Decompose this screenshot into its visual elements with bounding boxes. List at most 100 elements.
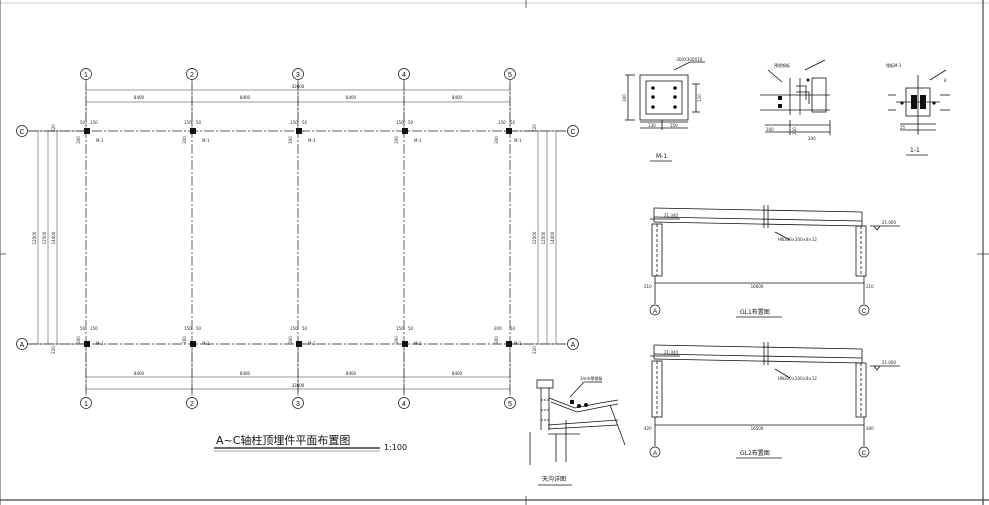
- gl1-note: HN300×200×8×12: [778, 237, 817, 242]
- gl1-label: GL1布置图: [740, 308, 770, 316]
- embed-mark-2c: M-1: [202, 138, 210, 143]
- gl1-right-dim: 210: [866, 284, 874, 289]
- section-dim-w: 8: [944, 78, 947, 83]
- svg-text:2: 2: [190, 72, 194, 79]
- section-1-1-detail: 埋板M-1 8 25 1-1: [886, 62, 950, 156]
- svg-text:A: A: [653, 308, 658, 315]
- plan-right-inner-dim: 14400: [550, 231, 555, 244]
- axis-bubble-top-5: 5: [504, 68, 516, 80]
- connection-dim-2: 150: [792, 127, 797, 135]
- col-side-dim-4c: 300: [394, 136, 399, 144]
- embed-mark-2a: M-1: [202, 341, 210, 346]
- gl2-axis-right: C: [858, 446, 870, 458]
- embed-mark-1c: M-1: [96, 138, 104, 143]
- axis-bubble-bottom-3: 3: [292, 397, 304, 409]
- svg-text:C: C: [570, 129, 575, 136]
- gutter-label: 天沟详图: [542, 475, 566, 483]
- svg-text:C: C: [19, 129, 24, 136]
- col-side-dim-3a: 300: [288, 336, 293, 344]
- svg-text:3: 3: [296, 401, 300, 408]
- col-dim-5c-a: 150: [498, 120, 506, 125]
- col-dim-3a-b: 50: [302, 326, 308, 331]
- col-dim-2a-a: 150: [184, 326, 192, 331]
- plate-dim-right: 110: [697, 94, 702, 102]
- plan-left-top-note: 220: [51, 124, 56, 132]
- plate-label: M-1: [656, 153, 667, 160]
- gl1-left-elev: 21.340: [664, 213, 678, 218]
- plan-title: A~C轴柱顶埋件平面布置图: [216, 433, 350, 447]
- plan-left-bottom-note: 220: [51, 346, 56, 354]
- axis-bubble-bottom-4: 4: [398, 397, 410, 409]
- plan-scale: 1:100: [384, 443, 407, 452]
- axis-bubble-top-2: 2: [186, 68, 198, 80]
- col-dim-2c-b: 50: [196, 120, 202, 125]
- col-side-dim-1c: 300: [76, 136, 81, 144]
- plan-bottom-bay-dim-2: 8400: [240, 371, 251, 376]
- svg-text:1: 1: [84, 72, 88, 79]
- axis-bubble-bottom-1: 1: [80, 397, 92, 409]
- svg-text:4: 4: [402, 72, 406, 79]
- plan-left-total-dim: 12500: [32, 231, 37, 244]
- col-dim-3a-a: 150: [290, 326, 298, 331]
- gl2-label: GL2布置图: [740, 449, 770, 457]
- plan-view: 33600 8400 8400 8400 8400 8400 8400 8400…: [16, 68, 579, 452]
- embed-mark-1a: M-1: [96, 341, 104, 346]
- axis-bubble-top-1: 1: [80, 68, 92, 80]
- svg-text:2: 2: [190, 401, 194, 408]
- col-dim-5a-a: 200: [494, 326, 502, 331]
- gl1-axis-left: A: [649, 304, 661, 316]
- svg-text:5: 5: [508, 401, 512, 408]
- col-side-dim-5a: 300: [494, 336, 499, 344]
- axis-bubble-bottom-5: 5: [504, 397, 516, 409]
- col-side-dim-5c: 300: [494, 136, 499, 144]
- plan-column-embeds: [84, 128, 512, 347]
- svg-text:4: 4: [402, 401, 406, 408]
- embed-mark-5c: M-1: [514, 138, 522, 143]
- col-dim-1c-b: 150: [90, 120, 98, 125]
- plate-dim-left: 300: [622, 94, 627, 102]
- plan-grid-lines: [28, 80, 570, 396]
- gutter-detail: 3mm厚钢板 天沟详图: [529, 375, 626, 486]
- connection-dim-3: 200: [808, 136, 816, 141]
- svg-text:C: C: [862, 308, 867, 315]
- col-dim-4a-a: 150: [396, 326, 404, 331]
- col-side-dim-4a: 300: [394, 336, 399, 344]
- svg-text:C: C: [862, 450, 867, 457]
- col-dim-1a-a: 50: [80, 326, 86, 331]
- plan-top-bay-dim-1: 8400: [134, 95, 145, 100]
- axis-bubble-right-a: A: [567, 338, 579, 350]
- plan-top-dimensions: [85, 84, 511, 130]
- col-dim-1a-b: 150: [90, 326, 98, 331]
- col-side-dim-2c: 300: [182, 136, 187, 144]
- col-dim-2a-b: 50: [196, 326, 202, 331]
- beam-gl1-detail: 21.340 21.000 16600 HN300×200×8×12 210 2…: [644, 205, 900, 318]
- col-side-dim-3c: 300: [288, 136, 293, 144]
- beam-gl2-detail: 21.340 21.000 16500 HN300×200×8×12 420 3…: [644, 342, 900, 459]
- gl2-note: HN300×200×8×12: [778, 376, 817, 381]
- plate-size-label: -300X300X10: [675, 57, 703, 62]
- plan-left-span-dim: 12500: [42, 231, 47, 244]
- embed-plate-detail: -300X300X10 300 110 130 150 M-1: [622, 57, 705, 162]
- plan-top-bay-dim-2: 8400: [240, 95, 251, 100]
- section-label: 1-1: [910, 147, 920, 154]
- connection-note: 预埋钢板: [774, 62, 790, 68]
- svg-text:A: A: [653, 450, 658, 457]
- col-dim-1c-a: 50: [80, 120, 86, 125]
- axis-bubble-bottom-2: 2: [186, 397, 198, 409]
- svg-text:A: A: [20, 342, 25, 349]
- col-dim-5a-b: 50: [510, 326, 516, 331]
- gutter-note: 3mm厚钢板: [580, 375, 602, 381]
- gl1-span: 16600: [751, 284, 764, 289]
- plan-bottom-bay-dim-1: 8400: [134, 371, 145, 376]
- plan-top-bay-dim-3: 8400: [346, 95, 357, 100]
- col-side-dim-1a: 300: [76, 336, 81, 344]
- section-note: 埋板M-1: [886, 62, 902, 68]
- gl2-left-dim: 420: [644, 426, 652, 431]
- embed-mark-3c: M-1: [308, 138, 316, 143]
- col-dim-3c-a: 150: [290, 120, 298, 125]
- connection-dim-1: 100: [766, 127, 774, 132]
- col-dim-4c-b: 50: [408, 120, 414, 125]
- plan-right-top-note: 220: [532, 124, 537, 132]
